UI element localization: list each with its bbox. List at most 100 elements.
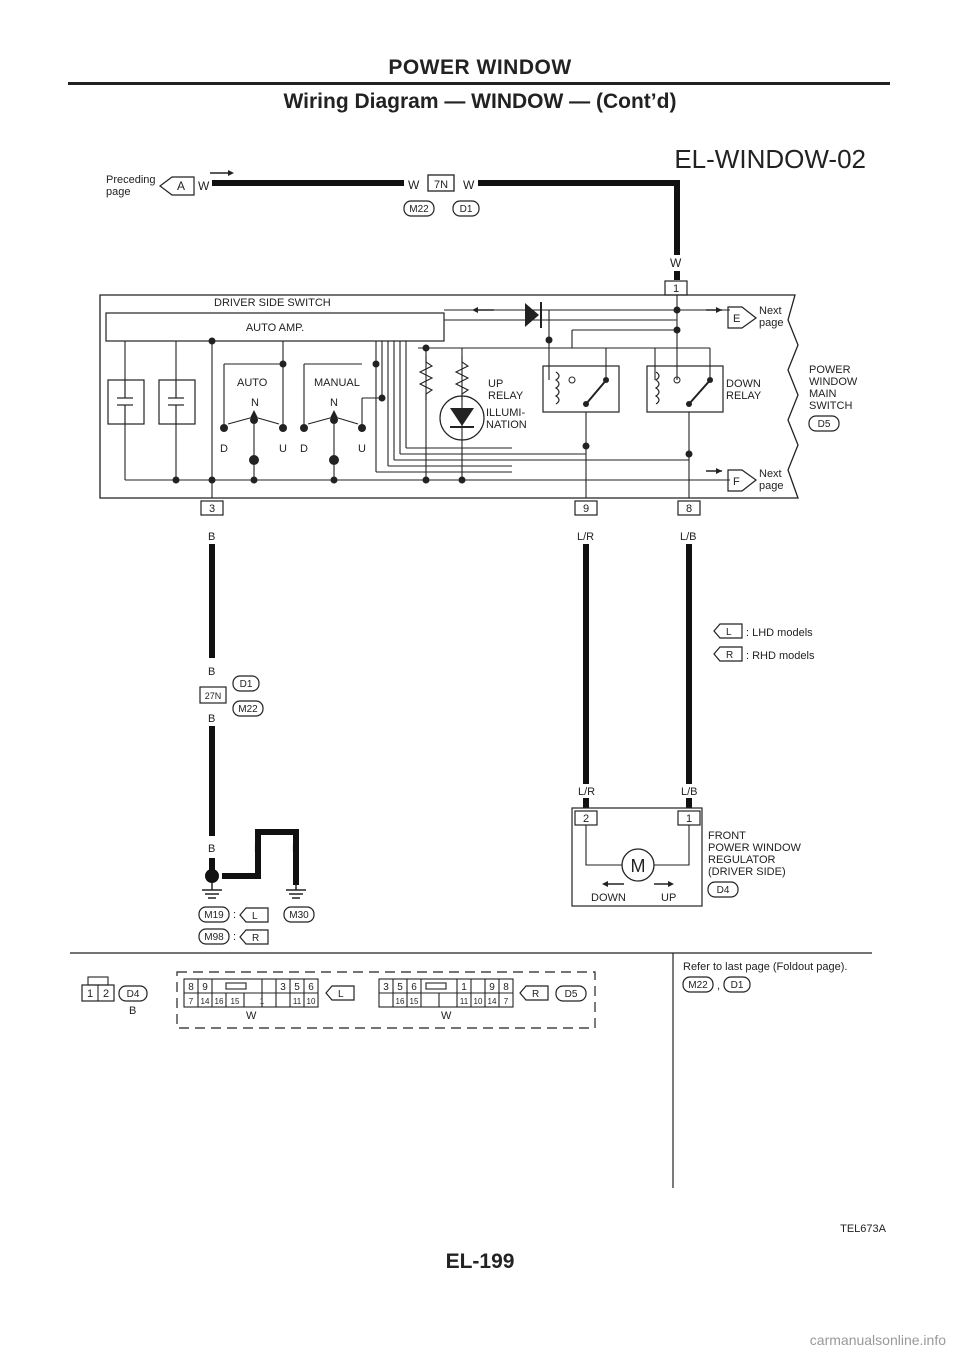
lhd-r2-5: 1 <box>260 997 265 1006</box>
auto-label: AUTO <box>237 377 268 389</box>
next-page-f-line1: Next <box>759 468 782 480</box>
rhd-r1-5: 9 <box>489 982 495 993</box>
next-page-f-line2: page <box>759 480 783 492</box>
auto-u-label: U <box>279 443 287 455</box>
up-relay-label-1: UP <box>488 378 503 390</box>
pin-9 <box>574 500 598 516</box>
connector-frame <box>176 971 596 1029</box>
motor-down-label: DOWN <box>591 892 626 904</box>
rhd-r2-6: 7 <box>504 997 509 1006</box>
d4-pin-1: 1 <box>87 988 93 1000</box>
wire-color-w1: W <box>198 179 210 193</box>
rhd-r1-6: 8 <box>503 982 509 993</box>
wire-color-lr2: L/R <box>578 786 595 798</box>
d4-pin-2: 2 <box>103 988 109 1000</box>
ground-l-tag <box>239 907 269 923</box>
lhd-r1-2: 9 <box>202 982 208 993</box>
preceding-arrow-letter: A <box>177 179 185 193</box>
pin-9-label: 9 <box>583 503 589 515</box>
motor-symbol: M <box>631 856 646 876</box>
tag-d4-label: D4 <box>717 885 730 896</box>
connector-d4-color: B <box>129 1005 136 1017</box>
motor-label-3: REGULATOR <box>708 854 775 866</box>
diagram-id: EL-WINDOW-02 <box>674 144 866 174</box>
rhd-tag-d5 <box>555 985 587 1002</box>
legend-l-tag <box>713 623 743 639</box>
connector-d4-tag-label: D4 <box>127 989 140 1000</box>
colon-2: : <box>233 931 236 943</box>
diode-icon <box>525 303 539 327</box>
next-page-f-arrow <box>727 469 758 492</box>
watermark: carmanualsonline.info <box>809 1332 946 1348</box>
illumination-label-2: NATION <box>486 419 527 431</box>
legend-r-letter: R <box>726 650 733 661</box>
lhd-r1-4: 5 <box>294 982 300 993</box>
preceding-label-1: Preceding <box>106 174 156 186</box>
connector-27n-label: 27N <box>205 691 222 701</box>
motor-label-4: (DRIVER SIDE) <box>708 866 786 878</box>
lhd-r2-3: 16 <box>215 997 224 1006</box>
refer-tag-m22 <box>682 976 714 993</box>
wire-color-w4: W <box>670 256 682 270</box>
lhd-r2-2: 14 <box>201 997 210 1006</box>
tag-d1-mid-label: D1 <box>240 679 253 690</box>
tag-d5-label: D5 <box>818 419 831 430</box>
preceding-arrow <box>159 176 195 196</box>
rhd-r1-2: 5 <box>397 982 403 993</box>
tag-d5 <box>808 415 840 432</box>
pin-8-label: 8 <box>686 503 692 515</box>
tag-m22-mid-label: M22 <box>238 704 258 715</box>
manual-n-label: N <box>330 397 338 409</box>
illumination-label-1: ILLUMI- <box>486 407 525 419</box>
tag-m22 <box>403 200 435 217</box>
rhd-r1-3: 6 <box>411 982 417 993</box>
tag-m98-label: M98 <box>204 932 224 943</box>
tag-m98 <box>198 928 230 945</box>
wire-color-lb1: L/B <box>680 531 697 543</box>
driver-side-switch-box <box>99 294 799 499</box>
refer-sep: , <box>717 980 720 992</box>
lhd-model-tag <box>325 985 355 1001</box>
connector-7n <box>427 174 455 192</box>
lhd-r2-1: 7 <box>189 997 194 1006</box>
ground-icon-right <box>286 885 306 899</box>
lhd-r2-6: 11 <box>293 997 302 1006</box>
lhd-r1-3: 3 <box>280 982 286 993</box>
wire-color-lr1: L/R <box>577 531 594 543</box>
down-relay-box <box>646 365 724 413</box>
pin-1-label: 1 <box>673 283 679 295</box>
pin-3-label: 3 <box>209 503 215 515</box>
colon-1: : <box>233 909 236 921</box>
wire-color-b3: B <box>208 713 215 725</box>
rhd-color: W <box>441 1010 452 1022</box>
page-number: EL-199 <box>445 1250 515 1273</box>
ground-icon-left <box>202 883 222 899</box>
up-relay-label-2: RELAY <box>488 390 524 402</box>
auto-amp-label: AUTO AMP. <box>246 322 304 334</box>
next-page-e-line2: page <box>759 317 783 329</box>
switch-title: DRIVER SIDE SWITCH <box>214 297 331 309</box>
auto-amp-box <box>105 312 445 342</box>
pin-3 <box>200 500 224 516</box>
next-page-f-letter: F <box>733 476 740 488</box>
tag-m22-mid <box>232 700 264 717</box>
tag-m19 <box>198 906 230 923</box>
auto-n-label: N <box>251 397 259 409</box>
wire-color-lb2: L/B <box>681 786 698 798</box>
lhd-r1-1: 8 <box>188 982 194 993</box>
resistor-1 <box>418 356 434 400</box>
refer-tag-d1-label: D1 <box>731 980 744 991</box>
motor-icon <box>621 848 655 882</box>
legend-l-text: : LHD models <box>746 627 813 639</box>
next-page-e-line1: Next <box>759 305 782 317</box>
refer-tag-m22-label: M22 <box>688 980 708 991</box>
motor-up-label: UP <box>661 892 676 904</box>
connector-7n-label: 7N <box>434 179 448 191</box>
main-switch-line1: POWER <box>809 364 851 376</box>
connector-lhd <box>183 978 319 1008</box>
illumination-icon <box>439 395 485 441</box>
manual-label: MANUAL <box>314 377 360 389</box>
wire-color-b1: B <box>208 531 215 543</box>
next-page-e-arrow <box>727 306 758 329</box>
lhd-color: W <box>246 1010 257 1022</box>
